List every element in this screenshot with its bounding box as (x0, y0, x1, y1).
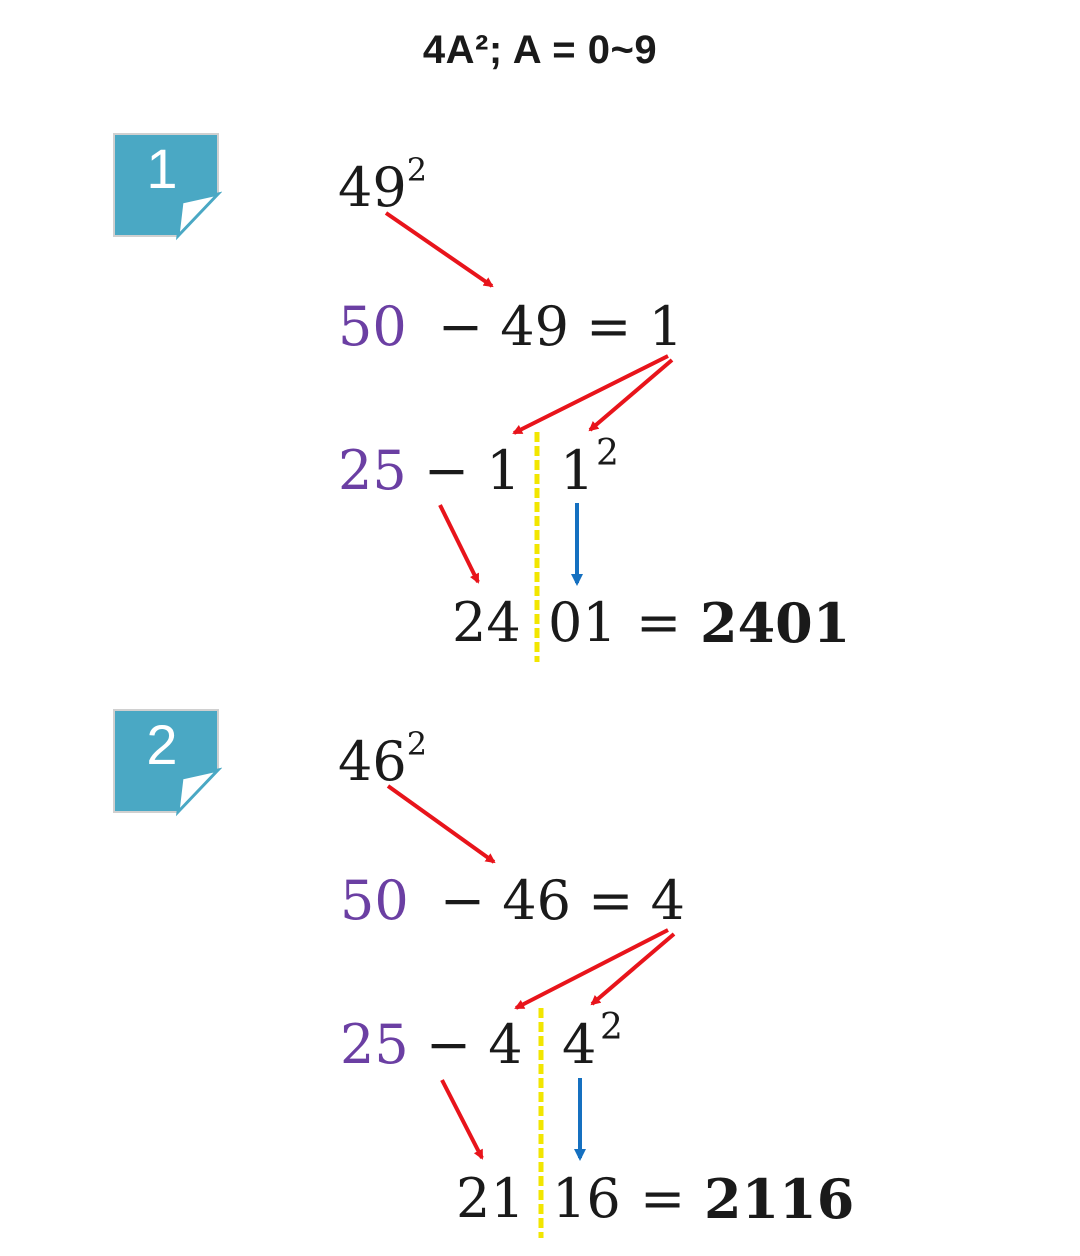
square-base: 46 (338, 730, 407, 793)
result-right-digits: 16 (552, 1167, 621, 1230)
red-arrow (512, 354, 669, 435)
red-arrow (438, 504, 480, 584)
difference-expression: 50 − 49 = 1 (338, 300, 683, 354)
minuend-fifty: 50 (340, 869, 409, 932)
left-subtrahend: − 4 (425, 1013, 523, 1076)
base-twenty-five: 25 (338, 439, 407, 502)
step-badge-1: 1 (112, 132, 222, 242)
result-left-digits: 24 (452, 591, 521, 654)
result-right-digits: 01 (548, 591, 617, 654)
right-part-expression: 4 2 (562, 1010, 623, 1072)
right-part-expression: 1 2 (560, 436, 619, 498)
red-arrow (384, 211, 494, 288)
red-arrow (440, 1079, 484, 1160)
right-base: 4 (562, 1013, 597, 1076)
folded-note-icon (113, 709, 222, 817)
result-equals: = (636, 591, 682, 654)
red-arrow (590, 932, 676, 1006)
right-base: 1 (560, 439, 595, 502)
square-expression: 462 (338, 728, 427, 789)
final-result: 2116 (704, 1167, 855, 1231)
page-title: 4A²; A = 0~9 (422, 28, 658, 72)
left-part-expression: 25 − 1 (338, 444, 521, 498)
square-exponent: 2 (406, 725, 428, 763)
result-left-digits: 21 (456, 1167, 525, 1230)
final-result: 2401 (700, 591, 851, 655)
square-exponent: 2 (406, 151, 428, 189)
folded-note-icon (113, 133, 222, 241)
left-subtrahend: − 1 (423, 439, 521, 502)
badge-number: 2 (146, 713, 178, 776)
right-exponent: 2 (596, 433, 619, 474)
red-arrow (386, 784, 496, 864)
right-exponent: 2 (600, 1007, 623, 1048)
square-expression: 492 (338, 154, 427, 215)
square-base: 49 (338, 156, 407, 219)
minuend-fifty: 50 (338, 295, 407, 358)
left-part-expression: 25 − 4 (340, 1018, 523, 1072)
badge-number: 1 (146, 137, 178, 200)
difference-rest: − 49 = 1 (437, 295, 683, 358)
difference-expression: 50 − 46 = 4 (340, 874, 685, 928)
result-equals: = (640, 1167, 686, 1230)
red-arrow (514, 928, 669, 1010)
step-badge-2: 2 (112, 708, 222, 818)
difference-rest: − 46 = 4 (439, 869, 685, 932)
base-twenty-five: 25 (340, 1013, 409, 1076)
red-arrow (588, 358, 674, 432)
